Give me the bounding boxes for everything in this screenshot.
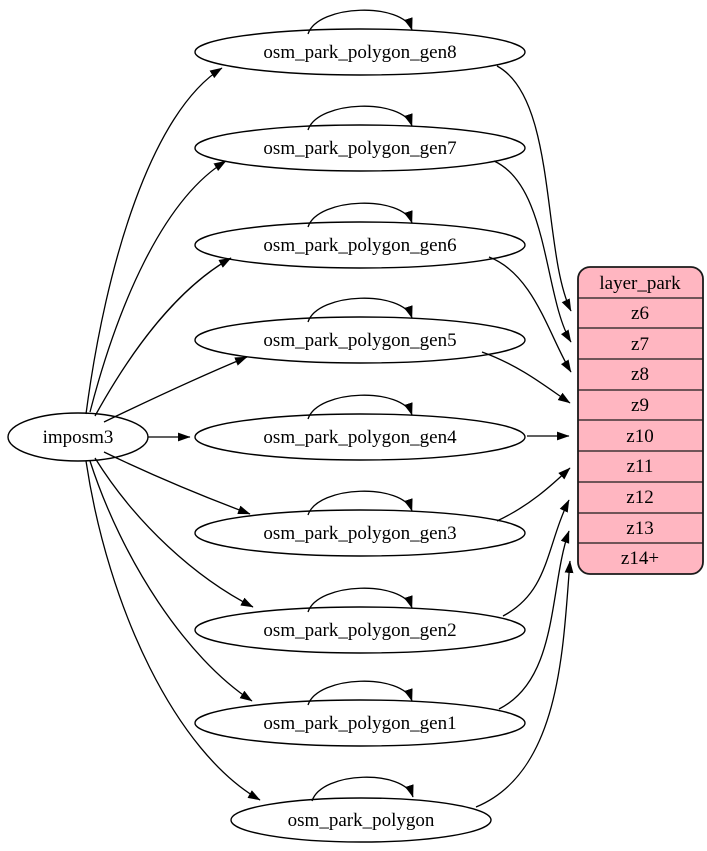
layer-park-row-z11: z11 [627,456,654,477]
osm-park-polygon-label: osm_park_polygon [288,810,435,831]
gen2-ellipse [194,606,526,654]
gen6-ellipse [194,221,526,269]
edge-imposm3-to-gen7 [89,160,227,413]
edge-imposm3-to-gen2 [94,457,254,608]
edge-gen2-to-z12 [502,499,570,617]
node-imposm3: imposm3 [7,412,149,462]
gen1-ellipse [194,699,526,747]
self-loop-gen5 [307,297,413,323]
imposm3-label: imposm3 [43,427,114,448]
node-osm-park-polygon-gen6: osm_park_polygon_gen6 [194,221,526,269]
self-loop-osm-park-polygon [311,776,414,802]
layer-park-row-z8: z8 [631,364,649,385]
edge-osm-park-polygon-to-z14plus [475,560,574,808]
gen8-label: osm_park_polygon_gen8 [263,42,456,63]
gen5-ellipse [194,316,526,364]
self-loop-gen2 [307,587,413,613]
layer-park-row-z12: z12 [626,487,653,508]
self-loop-gen7 [307,105,413,131]
gen4-label: osm_park_polygon_gen4 [263,427,457,448]
osm-park-polygon-ellipse [230,797,492,843]
edge-gen3-to-z11 [496,467,571,522]
node-osm-park-polygon-gen1: osm_park_polygon_gen1 [194,699,526,747]
edge-imposm3-to-gen5 [103,356,248,423]
node-osm-park-polygon-gen2: osm_park_polygon_gen2 [194,606,526,654]
self-loop-gen1 [307,680,413,706]
edge-imposm3-to-gen3 [103,451,251,515]
edge-gen1-to-z13 [498,530,570,710]
edge-gen5-to-z9 [481,351,571,404]
gen4-ellipse [194,413,526,461]
self-loop-gen8 [307,9,413,35]
gen1-label: osm_park_polygon_gen1 [263,713,456,734]
gen3-label: osm_park_polygon_gen3 [263,523,456,544]
edge-imposm3-to-gen8 [85,67,223,415]
gen6-label: osm_park_polygon_gen6 [263,235,456,256]
layer-park-row-z6: z6 [631,303,649,324]
node-osm-park-polygon-gen7: osm_park_polygon_gen7 [194,124,526,172]
layer-park-title: layer_park [599,273,681,294]
layer-park-table: layer_park z6 z7 z8 z9 z10 z11 z12 z13 z… [577,266,704,575]
edge-gen8-to-z6 [496,65,572,312]
node-osm-park-polygon-gen5: osm_park_polygon_gen5 [194,316,526,364]
self-loop-gen6 [307,202,413,228]
layer-park-row-z14plus: z14+ [621,548,659,569]
gen5-label: osm_park_polygon_gen5 [263,330,456,351]
node-osm-park-polygon-gen3: osm_park_polygon_gen3 [194,509,526,557]
layer-park-row-z9: z9 [631,395,649,416]
node-osm-park-polygon-gen8: osm_park_polygon_gen8 [194,28,526,76]
edge-imposm3-to-osm-park-polygon [85,460,261,801]
layer-park-row-z10: z10 [626,426,653,447]
gen2-label: osm_park_polygon_gen2 [263,620,456,641]
edge-gen6-to-z8 [488,256,572,373]
self-loop-gen3 [307,490,413,516]
node-osm-park-polygon: osm_park_polygon [230,797,492,843]
gen7-ellipse [194,124,526,172]
self-loop-gen4 [307,394,413,420]
gen8-ellipse [194,28,526,76]
node-osm-park-polygon-gen4: osm_park_polygon_gen4 [194,413,526,461]
edge-imposm3-to-gen6 [94,257,232,417]
gen3-ellipse [194,509,526,557]
layer-park-row-z13: z13 [626,518,653,539]
gen7-label: osm_park_polygon_gen7 [263,138,456,159]
edge-imposm3-to-gen1 [89,460,253,702]
layer-park-row-z7: z7 [631,334,649,355]
edge-gen7-to-z7 [493,160,572,343]
